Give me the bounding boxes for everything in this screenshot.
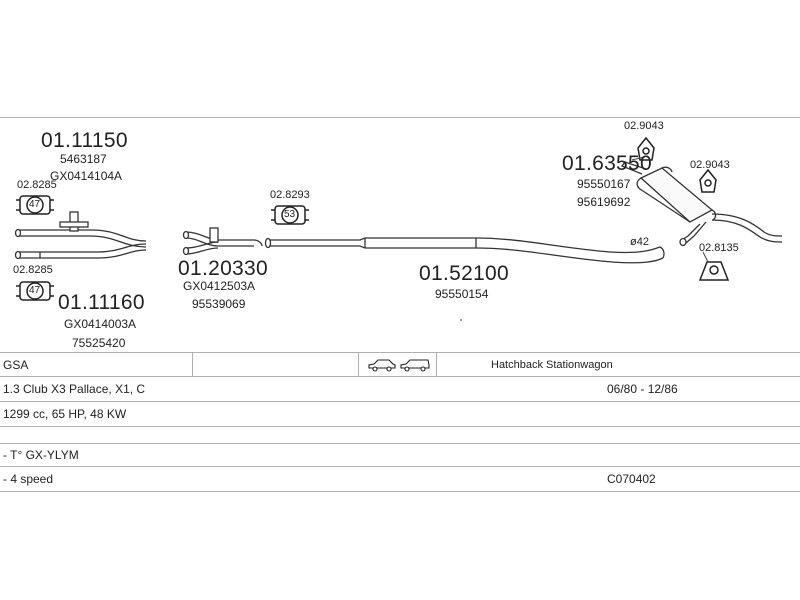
table-row: - T° GX-YLYM bbox=[0, 444, 800, 467]
part-ref: 5463187 bbox=[60, 152, 107, 166]
part-ref: 95550154 bbox=[435, 287, 489, 301]
part-number[interactable]: 01.63550 bbox=[562, 152, 652, 175]
rubber-hanger-icon[interactable] bbox=[699, 168, 717, 193]
body-type-icons bbox=[364, 353, 434, 376]
middle-pipe[interactable] bbox=[264, 237, 665, 264]
part-number[interactable]: 01.11150 bbox=[41, 129, 128, 152]
front-pipe-upper[interactable] bbox=[14, 211, 147, 248]
clamp-badge: 47 bbox=[29, 199, 41, 210]
catalog-code-cell: C070402 bbox=[607, 472, 656, 486]
rear-silencer[interactable] bbox=[620, 161, 783, 247]
marker-dot bbox=[460, 319, 462, 321]
car-icons bbox=[368, 358, 430, 372]
hatchback-icon bbox=[368, 358, 396, 372]
part-ref: 95539069 bbox=[192, 297, 246, 311]
table-row: - 4 speed C070402 bbox=[0, 467, 800, 492]
exhaust-system-diagram bbox=[14, 136, 783, 321]
pipe-diameter-label: ø42 bbox=[630, 236, 649, 248]
accessory-number[interactable]: 02.9043 bbox=[624, 120, 664, 132]
accessory-number[interactable]: 02.8135 bbox=[699, 242, 739, 254]
table-row-blank bbox=[0, 427, 800, 444]
column-divider bbox=[358, 353, 359, 376]
clamp-icon[interactable] bbox=[16, 281, 54, 301]
clamp-icon[interactable] bbox=[271, 205, 309, 225]
accessory-number[interactable]: 02.8293 bbox=[270, 189, 310, 201]
part-ref: GX0414104A bbox=[50, 169, 123, 183]
accessory-number[interactable]: 02.8285 bbox=[13, 264, 53, 276]
engine-cell: 1299 cc, 65 HP, 48 KW bbox=[3, 407, 127, 421]
part-ref: 95619692 bbox=[577, 195, 631, 209]
table-row: 1.3 Club X3 Pallace, X1, C 06/80 - 12/86 bbox=[0, 377, 800, 402]
part-ref: 95550167 bbox=[577, 177, 631, 191]
leader-lines bbox=[631, 155, 709, 263]
clamp-badge: 53 bbox=[284, 209, 296, 220]
vehicle-info-table: GSA Hatchback Stationwagon 1.3 Club X3 P… bbox=[0, 352, 800, 492]
rubber-mount-icon[interactable] bbox=[698, 261, 730, 281]
part-number[interactable]: 01.52100 bbox=[419, 262, 509, 285]
gearbox-cell: - 4 speed bbox=[3, 472, 54, 486]
stationwagon-icon bbox=[400, 358, 430, 372]
top-frame-line bbox=[0, 117, 800, 118]
column-divider bbox=[192, 353, 193, 376]
part-ref: GX0414003A bbox=[64, 317, 137, 331]
version-cell: 1.3 Club X3 Pallace, X1, C bbox=[3, 382, 146, 396]
y-pipe[interactable] bbox=[182, 227, 263, 256]
column-divider bbox=[436, 353, 437, 376]
part-ref: 75525420 bbox=[72, 336, 126, 350]
table-row: GSA Hatchback Stationwagon bbox=[0, 352, 800, 377]
accessory-number[interactable]: 02.9043 bbox=[690, 159, 730, 171]
part-number[interactable]: 01.20330 bbox=[178, 257, 268, 280]
front-pipe-lower[interactable] bbox=[14, 243, 147, 260]
years-cell: 06/80 - 12/86 bbox=[607, 382, 678, 396]
engine-code-cell: - T° GX-YLYM bbox=[3, 448, 79, 462]
model-cell: GSA bbox=[3, 357, 29, 372]
body-types-cell: Hatchback Stationwagon bbox=[491, 358, 613, 371]
clamp-badge: 47 bbox=[29, 285, 41, 296]
accessory-number[interactable]: 02.8285 bbox=[17, 179, 57, 191]
part-ref: GX0412503A bbox=[183, 279, 256, 293]
part-number[interactable]: 01.11160 bbox=[58, 291, 145, 314]
clamp-icon[interactable] bbox=[16, 195, 54, 215]
table-row: 1299 cc, 65 HP, 48 KW bbox=[0, 402, 800, 427]
